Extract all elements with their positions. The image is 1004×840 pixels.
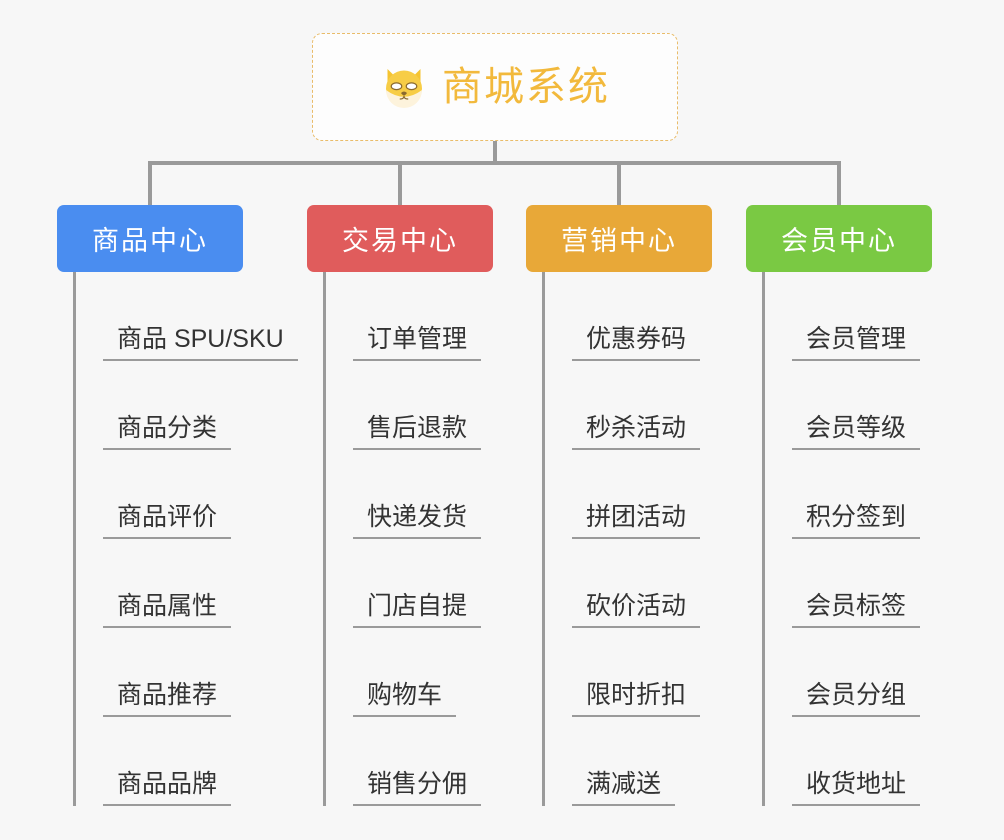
leaf-item-underline: 门店自提 — [353, 592, 482, 628]
leaf-item-label: 商品评价 — [117, 503, 218, 531]
leaf-item-label: 会员分组 — [806, 681, 907, 709]
column-spine — [762, 272, 765, 806]
leaf-item-label: 会员标签 — [806, 592, 907, 620]
leaf-item-label: 砍价活动 — [586, 592, 687, 620]
connector-bus — [150, 161, 840, 165]
leaf-item-label: 销售分佣 — [367, 770, 468, 798]
leaf-item-underline: 商品分类 — [103, 414, 232, 450]
leaf-item-label: 购物车 — [367, 681, 443, 709]
leaf-item-underline: 会员管理 — [792, 325, 921, 361]
leaf-item-underline: 订单管理 — [353, 325, 482, 361]
leaf-item-label: 拼团活动 — [586, 503, 687, 531]
leaf-item-label: 优惠券码 — [586, 325, 687, 353]
leaf-item-label: 秒杀活动 — [586, 414, 687, 442]
category-column: 商品中心商品 SPU/SKU 商品分类商品评价商品属性商品推荐商品品牌 — [57, 205, 298, 806]
connector-root-stem — [493, 141, 497, 164]
leaf-item-underline: 会员分组 — [792, 681, 921, 717]
leaf-item-underline: 优惠券码 — [572, 325, 701, 361]
leaf-item-underline: 售后退款 — [353, 414, 482, 450]
leaf-item-label: 会员管理 — [806, 325, 907, 353]
category-items: 优惠券码秒杀活动拼团活动砍价活动限时折扣满减送 — [526, 272, 712, 806]
leaf-item-underline: 销售分佣 — [353, 770, 482, 806]
leaf-item-underline: 砍价活动 — [572, 592, 701, 628]
category-items: 会员管理会员等级积分签到会员标签会员分组收货地址 — [746, 272, 932, 806]
column-spine — [542, 272, 545, 806]
leaf-item-underline: 商品品牌 — [103, 770, 232, 806]
category-column: 交易中心订单管理售后退款快递发货门店自提购物车销售分佣 — [307, 205, 493, 806]
leaf-item-underline: 商品评价 — [103, 503, 232, 539]
connector-drop-1 — [148, 161, 152, 207]
category-items: 商品 SPU/SKU 商品分类商品评价商品属性商品推荐商品品牌 — [57, 272, 298, 806]
leaf-item-label: 限时折扣 — [586, 681, 687, 709]
root-title: 商城系统 — [442, 65, 610, 109]
leaf-item-label: 门店自提 — [367, 592, 468, 620]
leaf-item-label: 商品属性 — [117, 592, 218, 620]
leaf-item-label: 商品推荐 — [117, 681, 218, 709]
leaf-item-underline: 收货地址 — [792, 770, 921, 806]
leaf-item-underline: 商品推荐 — [103, 681, 232, 717]
root-node[interactable]: 商城系统 — [312, 33, 678, 141]
category-items: 订单管理售后退款快递发货门店自提购物车销售分佣 — [307, 272, 493, 806]
leaf-item-underline: 商品属性 — [103, 592, 232, 628]
leaf-item-label: 商品分类 — [117, 414, 218, 442]
category-header[interactable]: 营销中心 — [526, 205, 712, 272]
leaf-item-underline: 商品 SPU/SKU — [103, 327, 298, 361]
leaf-item-label: 积分签到 — [806, 503, 907, 531]
leaf-item-label: 收货地址 — [806, 770, 907, 798]
column-spine — [73, 272, 76, 806]
category-header[interactable]: 交易中心 — [307, 205, 493, 272]
leaf-item-underline: 满减送 — [572, 770, 676, 806]
connector-drop-4 — [837, 161, 841, 207]
leaf-item-underline: 会员等级 — [792, 414, 921, 450]
leaf-item-underline: 快递发货 — [353, 503, 482, 539]
connector-drop-3 — [617, 161, 621, 207]
leaf-item-underline: 拼团活动 — [572, 503, 701, 539]
leaf-item-underline: 限时折扣 — [572, 681, 701, 717]
leaf-item-label: 满减送 — [586, 770, 662, 798]
leaf-item-underline: 会员标签 — [792, 592, 921, 628]
leaf-item-underline: 购物车 — [353, 681, 457, 717]
column-spine — [323, 272, 326, 806]
leaf-item-label: 订单管理 — [367, 325, 468, 353]
category-header[interactable]: 会员中心 — [746, 205, 932, 272]
leaf-item-underline: 秒杀活动 — [572, 414, 701, 450]
leaf-item-underline: 积分签到 — [792, 503, 921, 539]
leaf-item-label: 商品品牌 — [117, 770, 218, 798]
leaf-item-label: 售后退款 — [367, 414, 468, 442]
leaf-item-label: 会员等级 — [806, 414, 907, 442]
leaf-item-label: 商品 SPU/SKU — [117, 325, 284, 353]
category-column: 营销中心优惠券码秒杀活动拼团活动砍价活动限时折扣满减送 — [526, 205, 712, 806]
connector-drop-2 — [398, 161, 402, 207]
category-column: 会员中心会员管理会员等级积分签到会员标签会员分组收货地址 — [746, 205, 932, 806]
category-header[interactable]: 商品中心 — [57, 205, 243, 272]
dog-face-icon — [386, 69, 422, 110]
leaf-item-label: 快递发货 — [367, 503, 468, 531]
